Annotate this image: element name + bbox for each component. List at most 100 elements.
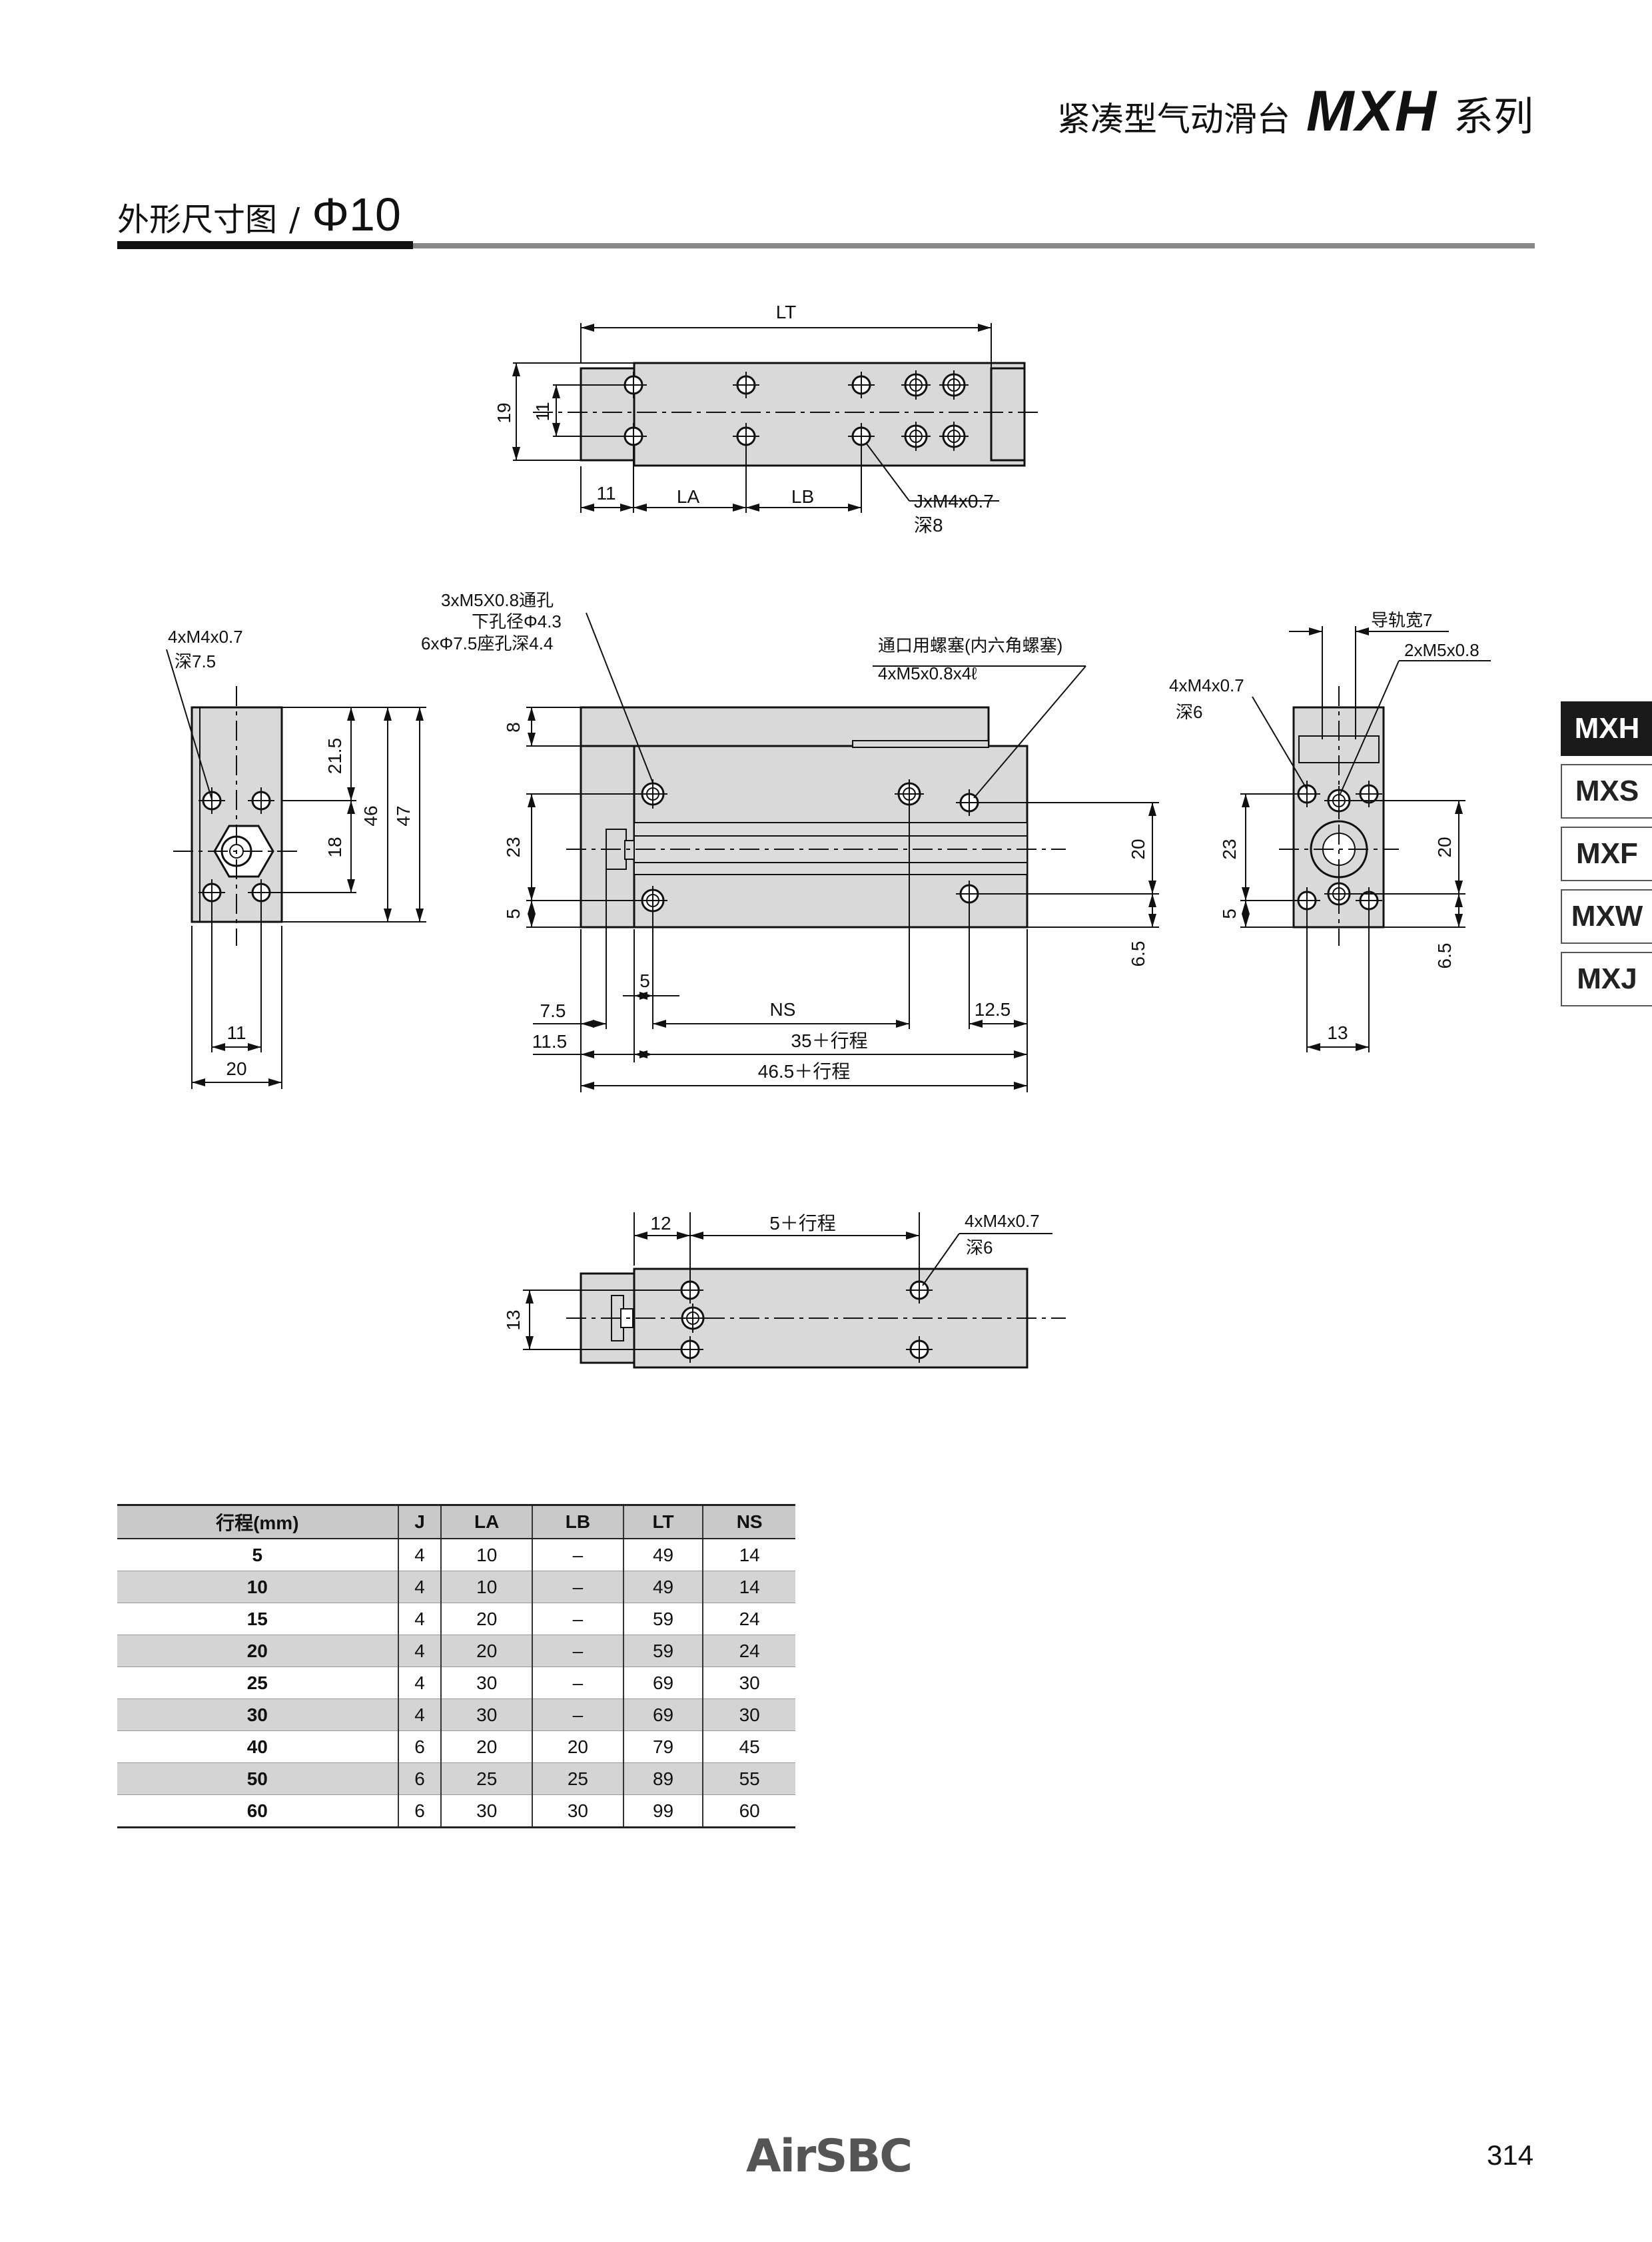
table-cell: 10	[440, 1571, 533, 1603]
table-cell: 45	[702, 1730, 795, 1763]
note-bottom-depth: 深6	[966, 1238, 993, 1258]
dim-front-6.5: 6.5	[1128, 941, 1148, 967]
table-cell: 60	[702, 1794, 795, 1828]
brand-logo: AirSBC	[746, 2130, 913, 2183]
page-number: 314	[1487, 2139, 1534, 2171]
table-cell: 89	[622, 1762, 703, 1795]
col-stroke: 行程(mm)	[117, 1504, 398, 1539]
col-ns: NS	[702, 1504, 795, 1539]
table-cell: 20	[440, 1635, 533, 1667]
table-header-row: 行程(mm) J LA LB LT NS	[117, 1504, 795, 1539]
table-cell: 4	[397, 1698, 442, 1731]
table-cell: 50	[117, 1762, 398, 1795]
table-cell: 69	[622, 1667, 703, 1699]
table-cell: 5	[117, 1539, 398, 1571]
table-cell: 4	[397, 1571, 442, 1603]
note-right-depth: 深6	[1176, 702, 1202, 722]
dim-lt: LT	[776, 302, 797, 322]
table-cell: 25	[117, 1667, 398, 1699]
dim-front-20: 20	[1128, 839, 1148, 859]
dim-front-5b: 5	[639, 970, 650, 991]
table-cell: 30	[702, 1667, 795, 1699]
table-cell: –	[532, 1635, 623, 1667]
table-cell: 24	[702, 1603, 795, 1635]
table-cell: –	[532, 1539, 623, 1571]
table-cell: 4	[397, 1667, 442, 1699]
right-end-view: 导轨宽7 2xM5x0.8 4xM4x0.7 深6 23 5 20 6.5 13	[1169, 610, 1491, 1052]
table-cell: 6	[397, 1762, 442, 1795]
dimension-drawings: LT 19 11 11 LA LB JxM4x0.7 深8	[166, 302, 1491, 1369]
table-cell: 10	[440, 1539, 533, 1571]
dim-left-11: 11	[226, 1022, 246, 1043]
section-rule-thick	[117, 241, 413, 249]
col-j: J	[397, 1504, 442, 1539]
dim-front-23: 23	[503, 837, 524, 857]
dim-left-18: 18	[324, 837, 345, 857]
table-cell: 59	[622, 1635, 703, 1667]
table-cell: –	[532, 1603, 623, 1635]
note-bottom-thread: 4xM4x0.7	[965, 1211, 1040, 1231]
table-cell: 10	[117, 1571, 398, 1603]
dim-front-5: 5	[503, 909, 524, 919]
dim-ns: NS	[770, 999, 796, 1020]
table-cell: 4	[397, 1635, 442, 1667]
series-suffix: 系列	[1453, 94, 1533, 141]
table-cell: 30	[440, 1667, 533, 1699]
table-cell: 79	[622, 1730, 703, 1763]
table-cell: 55	[702, 1762, 795, 1795]
tab-mxh[interactable]: MXH	[1561, 701, 1652, 756]
dim-left-20: 20	[226, 1058, 246, 1079]
table-cell: 25	[440, 1762, 533, 1795]
table-cell: 4	[397, 1603, 442, 1635]
page-header: 紧凑型气动滑台 MXH 系列	[1057, 79, 1533, 145]
front-view: 3xM5X0.8通孔 下孔径Φ4.3 6xΦ7.5座孔深4.4 通口用螺塞(内六…	[421, 590, 1159, 1092]
note-front-plug2: 4xM5x0.8x4ℓ	[878, 663, 977, 683]
table-cell: 60	[117, 1794, 398, 1828]
tab-mxj[interactable]: MXJ	[1561, 952, 1652, 1006]
dim-top-19: 19	[494, 402, 514, 423]
series-name: MXH	[1306, 79, 1438, 143]
tab-mxw[interactable]: MXW	[1561, 889, 1652, 944]
note-right-thread2: 2xM5x0.8	[1404, 640, 1479, 660]
dim-front-11.5: 11.5	[532, 1031, 567, 1052]
table-cell: 30	[117, 1698, 398, 1731]
tab-mxf[interactable]: MXF	[1561, 827, 1652, 881]
dim-right-20: 20	[1434, 837, 1455, 857]
dim-front-7.5: 7.5	[540, 1000, 566, 1021]
tab-mxs[interactable]: MXS	[1561, 764, 1652, 819]
product-name: 紧凑型气动滑台	[1056, 100, 1290, 139]
note-top-depth: 深8	[914, 515, 943, 536]
series-tabs: MXH MXS MXF MXW MXJ	[1561, 701, 1652, 1014]
table-cell: 14	[702, 1571, 795, 1603]
table-cell: 24	[702, 1635, 795, 1667]
table-cell: 6	[397, 1794, 442, 1828]
note-left-thread: 4xM4x0.7	[168, 627, 243, 647]
dim-front-8: 8	[503, 722, 524, 733]
table-cell: 30	[440, 1698, 533, 1731]
section-title-text: 外形尺寸图	[117, 201, 278, 238]
table-cell: 69	[622, 1698, 703, 1731]
dim-right-5: 5	[1219, 909, 1240, 919]
section-bore: Φ10	[312, 188, 401, 240]
dim-lb: LB	[791, 486, 814, 507]
section-separator: /	[289, 201, 300, 238]
dim-right-13: 13	[1327, 1022, 1348, 1043]
dim-bottom-5-stroke: 5＋行程	[769, 1213, 836, 1234]
table-cell: 30	[702, 1698, 795, 1731]
dim-top-11: 11	[532, 402, 553, 421]
table-cell: 14	[702, 1539, 795, 1571]
table-cell: 30	[440, 1794, 533, 1828]
dim-35-stroke: 35＋行程	[791, 1030, 867, 1051]
table-cell: 59	[622, 1603, 703, 1635]
table-cell: 6	[397, 1730, 442, 1763]
dim-46.5-stroke: 46.5＋行程	[758, 1061, 851, 1082]
table-cell: 49	[622, 1571, 703, 1603]
dim-top-11b: 11	[596, 483, 616, 504]
dim-left-47: 47	[393, 805, 414, 826]
note-front-c2: 下孔径Φ4.3	[472, 611, 562, 631]
